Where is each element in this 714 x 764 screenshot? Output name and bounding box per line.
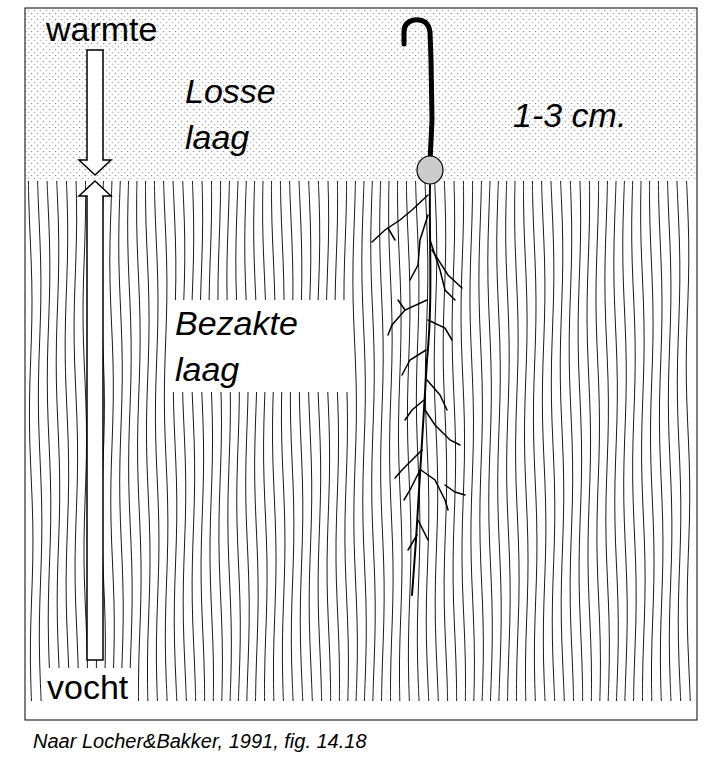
soil-line — [380, 181, 385, 701]
soil-line — [299, 181, 303, 701]
seedling — [372, 20, 465, 595]
soil-line — [326, 181, 331, 701]
layer-label: Losse laag — [185, 68, 335, 160]
soil-line — [128, 181, 133, 701]
soil-line — [596, 181, 601, 701]
soil-line — [254, 181, 259, 701]
heat-label: warmte — [46, 10, 157, 48]
soil-line — [236, 181, 241, 701]
soil-line — [470, 181, 475, 701]
moisture-arrow — [79, 181, 111, 660]
soil-line — [686, 181, 690, 701]
soil-line — [506, 181, 511, 701]
soil-line — [416, 181, 420, 701]
frame — [25, 8, 697, 720]
soil-line — [280, 181, 285, 701]
soil-line — [551, 181, 555, 701]
loose-layer-fill — [25, 8, 697, 180]
moisture-label: vocht — [44, 668, 131, 706]
soil-line — [56, 181, 60, 701]
soil-line — [398, 181, 403, 701]
soil-line — [389, 181, 394, 701]
soil-line — [218, 181, 223, 701]
soil-line — [668, 181, 672, 701]
dimension-label: 1-3 cm. — [513, 92, 626, 138]
soil-line — [658, 181, 663, 701]
soil-line — [497, 181, 502, 701]
soil-line — [650, 181, 655, 701]
soil-line — [146, 181, 151, 701]
soil-line — [353, 181, 358, 701]
soil-line — [614, 181, 619, 701]
soil-line — [110, 181, 115, 701]
soil-line — [632, 181, 637, 701]
soil-line — [406, 181, 411, 701]
soil-line — [47, 181, 51, 701]
soil-line — [191, 181, 196, 701]
soil-line — [362, 181, 367, 701]
soil-line — [272, 181, 277, 701]
soil-line — [74, 181, 79, 701]
soil-line — [245, 181, 250, 701]
soil-line — [137, 181, 142, 701]
soil-line — [587, 181, 592, 701]
soil-line — [38, 181, 42, 701]
soil-line — [443, 181, 447, 701]
soil-line — [461, 181, 466, 701]
soil-line — [578, 181, 583, 701]
seed — [417, 156, 443, 184]
soil-line — [641, 181, 646, 701]
soil-line — [425, 181, 429, 701]
soil-line — [515, 181, 520, 701]
soil-line — [290, 181, 294, 701]
soil-line — [317, 181, 321, 701]
soil-line — [677, 181, 681, 701]
soil-line — [164, 181, 168, 701]
soil-line — [200, 181, 205, 701]
soil-line — [308, 181, 312, 701]
soil-line — [560, 181, 564, 701]
soil-line — [154, 181, 159, 701]
soil-line — [524, 181, 529, 701]
soil-line — [182, 181, 186, 701]
soil-line — [28, 181, 33, 701]
soil-line — [488, 181, 493, 701]
soil-line — [227, 181, 232, 701]
soil-line — [344, 181, 349, 701]
soil-line — [263, 181, 268, 701]
heat-arrow — [79, 50, 111, 175]
soil-line — [173, 181, 177, 701]
soil-line — [119, 181, 124, 701]
soil-line — [542, 181, 546, 701]
soil-line — [605, 181, 610, 701]
settled-layer-band: Bezakte laag — [25, 180, 697, 720]
caption: Naar Locher&Bakker, 1991, fig. 14.18 — [33, 730, 367, 753]
settled-layer-lines — [28, 181, 690, 701]
soil-line — [569, 181, 573, 701]
soil-line — [209, 181, 214, 701]
layer-label: Bezakte laag — [172, 300, 348, 392]
soil-line — [65, 181, 70, 701]
soil-line — [371, 181, 376, 701]
soil-line — [623, 181, 628, 701]
soil-line — [479, 181, 484, 701]
soil-line — [335, 181, 340, 701]
soil-line — [532, 181, 537, 701]
